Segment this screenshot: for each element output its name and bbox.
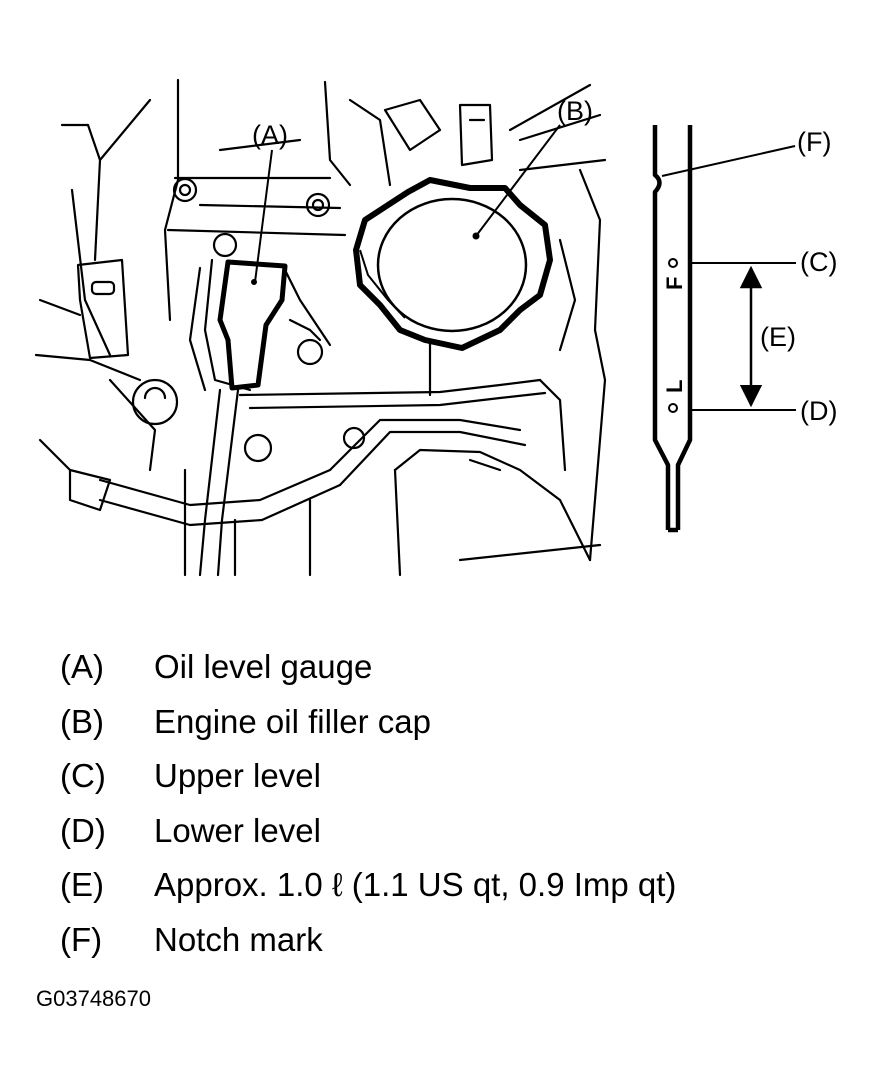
figure-code: G03748670 [36, 986, 151, 1011]
legend-key: (A) [60, 648, 104, 685]
callout-b: (B) [557, 96, 593, 126]
legend-item: (C) Upper level [60, 749, 860, 804]
legend-text: Lower level [154, 811, 321, 849]
dipstick-mark-lower: L [662, 380, 687, 393]
legend-item: (A) Oil level gauge [60, 640, 860, 695]
legend-text: Approx. 1.0 ℓ (1.1 US qt, 0.9 Imp qt) [154, 866, 677, 903]
dipstick-detail [652, 125, 693, 533]
legend-key: (C) [60, 757, 106, 794]
lower-mark-circle [668, 403, 678, 413]
callout-e: (E) [760, 322, 796, 352]
legend-key: (B) [60, 702, 104, 740]
oil-filler-cap [353, 177, 553, 351]
engine-bay-drawing [34, 78, 607, 577]
legend-key: (E) [60, 866, 104, 903]
dipstick-mark-upper: F [662, 277, 687, 290]
legend-key: (F) [60, 920, 103, 958]
notch-leader [661, 145, 796, 177]
legend-key: (D) [60, 811, 106, 849]
oil-level-gauge-handle [217, 259, 288, 391]
legend: (A) Oil level gauge (B) Engine oil fille… [60, 640, 860, 967]
legend-item: (B) Engine oil filler cap [60, 695, 860, 750]
callout-d: (D) [800, 396, 837, 426]
legend-text: Upper level [154, 757, 321, 794]
legend-text: Engine oil filler cap [154, 702, 431, 740]
legend-item: (F) Notch mark [60, 913, 860, 968]
callout-c: (C) [800, 247, 837, 277]
upper-mark-circle [668, 258, 678, 268]
legend-text: Notch mark [154, 920, 323, 958]
legend-item: (D) Lower level [60, 804, 860, 859]
legend-item: (E) Approx. 1.0 ℓ (1.1 US qt, 0.9 Imp qt… [60, 858, 860, 913]
legend-text: Oil level gauge [154, 648, 373, 685]
callout-a: (A) [252, 120, 288, 150]
callout-f: (F) [797, 127, 831, 157]
engine-oil-diagram: (A) (B) F L (F) (C) (E) (D) [34, 78, 837, 577]
